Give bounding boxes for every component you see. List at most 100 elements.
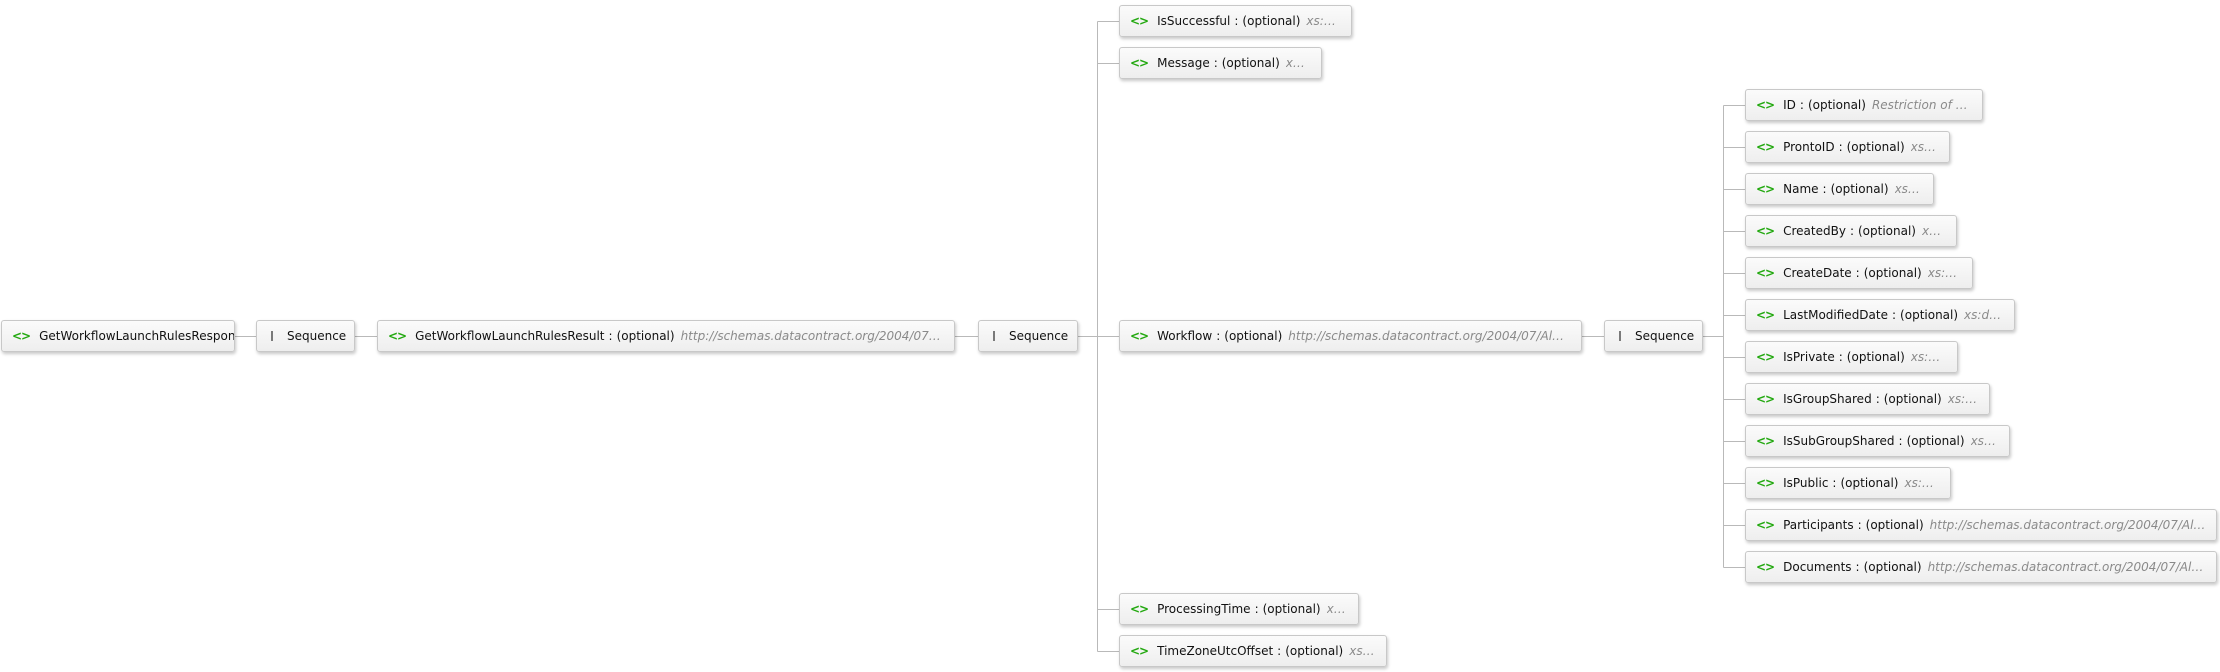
optional-label: (optional) xyxy=(1221,56,1280,70)
sequence-icon xyxy=(1619,331,1621,341)
name-separator: : xyxy=(608,329,613,343)
element-name: Message xyxy=(1157,56,1210,70)
element-node-lastmodifieddate[interactable]: <>LastModifiedDate:(optional)xs:dateTime xyxy=(1745,299,2015,331)
element-node-issuccessful[interactable]: <>IsSuccessful:(optional)xs:boolean xyxy=(1119,5,1352,37)
element-type: xs:string xyxy=(1921,224,1946,238)
element-type: xs:dateTime xyxy=(1964,308,2004,322)
element-name: GetWorkflowLaunchRulesResult xyxy=(415,329,605,343)
element-icon: <> xyxy=(1756,518,1775,532)
element-icon: <> xyxy=(1756,98,1775,112)
element-type: xs:boolean xyxy=(1306,14,1341,28)
sequence-label: Sequence xyxy=(1635,329,1695,343)
element-node-documents[interactable]: <> Documents:(optional) http://schemas.dat… xyxy=(1745,551,2217,583)
element-name: IsSubGroupShared xyxy=(1783,434,1895,448)
sequence-node[interactable]: Sequence xyxy=(256,320,355,352)
sequence-label: Sequence xyxy=(1009,329,1069,343)
name-separator: : xyxy=(1277,644,1282,658)
element-type: http://schemas.datacontract.org/2004/07/… xyxy=(680,329,944,343)
element-node-workflow[interactable]: <>Workflow:(optional)http://schemas.data… xyxy=(1119,320,1582,352)
optional-label: (optional) xyxy=(1846,140,1905,154)
element-icon: <> xyxy=(1756,224,1775,238)
element-type: xs:boolean xyxy=(1910,350,1947,364)
element-icon: <> xyxy=(1130,602,1149,616)
name-separator: : xyxy=(1213,56,1218,70)
element-node-prontoid[interactable]: <>ProntoID:(optional)xs:string xyxy=(1745,131,1950,163)
element-name: Workflow xyxy=(1157,329,1213,343)
element-node-isgroupshared[interactable]: <>IsGroupShared:(optional)xs:boolean xyxy=(1745,383,1990,415)
element-node-root[interactable]: <>GetWorkflowLaunchRulesResponse xyxy=(1,320,235,352)
element-icon: <> xyxy=(1756,350,1775,364)
element-node-id[interactable]: <>ID:(optional)Restriction of ser:guid xyxy=(1745,89,1983,121)
element-node-name[interactable]: <>Name:(optional)xs:string xyxy=(1745,173,1934,205)
element-type: http://schemas.datacontract.org/2004/07/… xyxy=(1927,560,2206,574)
element-node-issubgroupshared[interactable]: <> IsSubGroupShared:(optional) xs:boolean xyxy=(1745,425,2010,457)
optional-label: (optional) xyxy=(1900,308,1959,322)
sequence-node[interactable]: Sequence xyxy=(1604,320,1703,352)
optional-label: (optional) xyxy=(1846,350,1905,364)
name-separator: : xyxy=(1855,266,1860,280)
sequence-node[interactable]: Sequence xyxy=(978,320,1078,352)
name-separator: : xyxy=(1832,476,1837,490)
element-name: LastModifiedDate xyxy=(1783,308,1888,322)
element-name: ProcessingTime xyxy=(1157,602,1251,616)
optional-label: (optional) xyxy=(1857,224,1916,238)
optional-label: (optional) xyxy=(1262,602,1321,616)
element-type: xs:string xyxy=(1326,602,1348,616)
element-name: Name xyxy=(1783,182,1819,196)
element-icon: <> xyxy=(1130,644,1149,658)
optional-label: (optional) xyxy=(1883,392,1942,406)
element-name: ID xyxy=(1783,98,1796,112)
element-icon: <> xyxy=(388,329,407,343)
element-node-processingtime[interactable]: <> ProcessingTime:(optional) xs:string xyxy=(1119,593,1359,625)
element-type: xs:boolean xyxy=(1904,476,1940,490)
name-separator: : xyxy=(1855,560,1860,574)
element-name: IsSuccessful xyxy=(1157,14,1231,28)
element-node-createdby[interactable]: <>CreatedBy:(optional)xs:string xyxy=(1745,215,1957,247)
name-separator: : xyxy=(1898,434,1903,448)
element-node-message[interactable]: <> Message:(optional) xs:string xyxy=(1119,47,1322,79)
element-type: xs:string xyxy=(1285,56,1311,70)
optional-label: (optional) xyxy=(1840,476,1899,490)
element-icon: <> xyxy=(1756,182,1775,196)
element-icon: <> xyxy=(1756,392,1775,406)
element-name: ProntoID xyxy=(1783,140,1835,154)
name-separator: : xyxy=(1254,602,1259,616)
name-separator: : xyxy=(1857,518,1862,532)
element-type: http://schemas.datacontract.org/2004/07/… xyxy=(1929,518,2206,532)
element-icon: <> xyxy=(1756,476,1775,490)
element-type: xs:double xyxy=(1349,644,1376,658)
element-type: xs:string xyxy=(1894,182,1923,196)
element-icon: <> xyxy=(1130,56,1149,70)
element-type: xs:boolean xyxy=(1970,434,1999,448)
name-separator: : xyxy=(1234,14,1239,28)
optional-label: (optional) xyxy=(1865,518,1924,532)
element-node-isprivate[interactable]: <>IsPrivate:(optional)xs:boolean xyxy=(1745,341,1958,373)
element-icon: <> xyxy=(12,329,31,343)
element-node-ispublic[interactable]: <> IsPublic:(optional) xs:boolean xyxy=(1745,467,1951,499)
element-type: xs:boolean xyxy=(1947,392,1979,406)
sequence-label: Sequence xyxy=(287,329,347,343)
optional-label: (optional) xyxy=(1224,329,1283,343)
optional-label: (optional) xyxy=(1242,14,1301,28)
element-icon: <> xyxy=(1756,560,1775,574)
element-node-participants[interactable]: <>Participants:(optional)http://schemas.… xyxy=(1745,509,2217,541)
element-icon: <> xyxy=(1756,140,1775,154)
element-icon: <> xyxy=(1756,434,1775,448)
optional-label: (optional) xyxy=(1863,560,1922,574)
optional-label: (optional) xyxy=(1906,434,1965,448)
element-name: CreateDate xyxy=(1783,266,1852,280)
element-node-createdate[interactable]: <>CreateDate:(optional)xs:dateTime xyxy=(1745,257,1973,289)
element-name: IsPublic xyxy=(1783,476,1829,490)
sequence-icon xyxy=(271,331,273,341)
element-name: CreatedBy xyxy=(1783,224,1846,238)
element-node-result[interactable]: <> GetWorkflowLaunchRulesResult:(optional… xyxy=(377,320,955,352)
optional-label: (optional) xyxy=(616,329,675,343)
name-separator: : xyxy=(1838,350,1843,364)
element-name: Documents xyxy=(1783,560,1852,574)
element-type: Restriction of ser:guid xyxy=(1871,98,1972,112)
element-type: xs:string xyxy=(1910,140,1939,154)
element-icon: <> xyxy=(1130,329,1149,343)
element-name: IsGroupShared xyxy=(1783,392,1872,406)
element-node-timezone[interactable]: <>TimeZoneUtcOffset:(optional)xs:double xyxy=(1119,635,1387,667)
